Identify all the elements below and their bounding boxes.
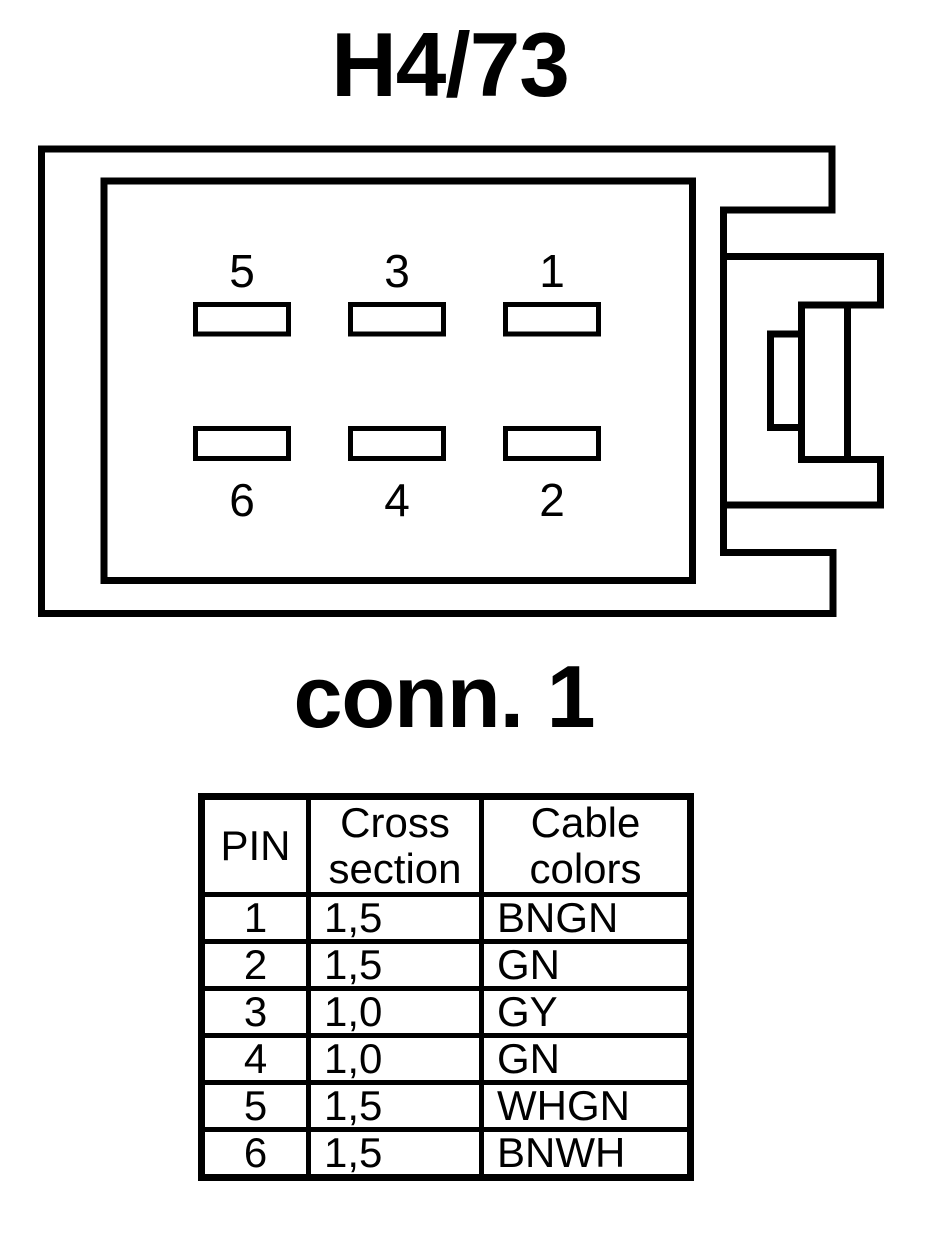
cell-pin: 1 [199, 892, 311, 944]
cell-pin: 4 [199, 1033, 311, 1085]
mounting-rail-outline [723, 253, 884, 509]
cell-cross-section: 1,5 [306, 1080, 484, 1132]
connector-diagram: 5 3 1 6 4 2 [38, 145, 884, 617]
cell-cable-color: WHGN [479, 1080, 693, 1132]
pin-label-6: 6 [229, 474, 255, 526]
pin-label-1: 1 [539, 245, 565, 297]
pin-slot-3 [348, 302, 446, 337]
cell-cable-color: GY [479, 986, 693, 1038]
connector-body-outline [38, 145, 837, 617]
pin-slot-4 [348, 426, 446, 461]
table-row: 4 1,0 GN [199, 1033, 693, 1085]
header-cross-section-line1: Cross [340, 799, 450, 846]
pin-label-4: 4 [384, 474, 410, 526]
header-cable-colors-line2: colors [529, 845, 642, 892]
cell-pin: 2 [199, 939, 311, 991]
table-row: 5 1,5 WHGN [199, 1080, 693, 1132]
table-header-row: PIN Cross section Cable colors [199, 794, 693, 897]
pin-slot-1 [503, 302, 601, 337]
connector-number-label: conn. 1 [293, 647, 595, 746]
header-pin: PIN [199, 794, 311, 897]
pin-slot-2 [503, 426, 601, 461]
table-row: 2 1,5 GN [199, 939, 693, 991]
header-cross-section: Cross section [306, 794, 484, 897]
header-cross-section-line2: section [328, 845, 462, 892]
header-cable-colors-line1: Cable [530, 799, 641, 846]
table-row: 6 1,5 BNWH [199, 1127, 693, 1180]
mounting-rail-notch [767, 330, 802, 431]
table-row: 1 1,5 BNGN [199, 892, 693, 944]
cell-cross-section: 1,5 [306, 1127, 484, 1180]
header-cable-colors: Cable colors [479, 794, 693, 897]
cell-cross-section: 1,5 [306, 939, 484, 991]
pin-label-2: 2 [539, 474, 565, 526]
cell-cable-color: GN [479, 1033, 693, 1085]
cell-pin: 5 [199, 1080, 311, 1132]
cell-cable-color: GN [479, 939, 693, 991]
cell-cross-section: 1,0 [306, 1033, 484, 1085]
connector-id-title: H4/73 [331, 15, 570, 116]
pin-label-3: 3 [384, 245, 410, 297]
connector-cavity-outline [100, 177, 696, 584]
pin-label-5: 5 [229, 245, 255, 297]
cell-cable-color: BNGN [479, 892, 693, 944]
pin-assignment-table: PIN Cross section Cable colors 1 1,5 BNG… [198, 793, 694, 1181]
table-row: 3 1,0 GY [199, 986, 693, 1038]
cell-pin: 6 [199, 1127, 311, 1180]
cell-pin: 3 [199, 986, 311, 1038]
pin-slot-6 [193, 426, 291, 461]
pin-slot-5 [193, 302, 291, 337]
cell-cross-section: 1,5 [306, 892, 484, 944]
cell-cross-section: 1,0 [306, 986, 484, 1038]
cell-cable-color: BNWH [479, 1127, 693, 1180]
